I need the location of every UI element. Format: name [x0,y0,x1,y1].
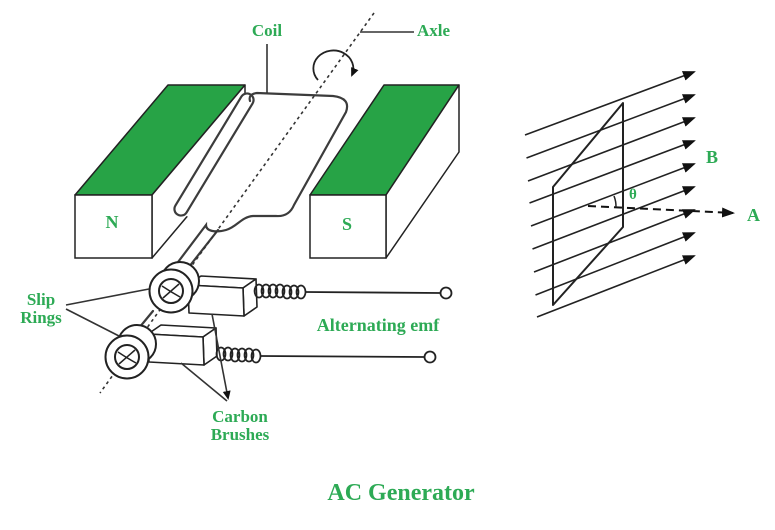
area-vector [587,205,735,218]
coil-outline [167,91,349,276]
rotation-arrow [312,49,359,81]
upper-slip-ring [148,261,200,314]
generator-diagram [65,12,460,402]
slip-rings-label: Slip Rings [20,290,62,327]
field-b-label: B [706,147,719,167]
figure-title: AC Generator [327,480,475,506]
s-magnet-front-face [309,194,387,259]
angle-arc [613,195,617,208]
axle-label: Axle [417,21,451,40]
magnetic-field-lines [524,71,696,318]
s-magnet [309,84,460,259]
lower-spring [215,346,262,364]
coil-loop [137,91,349,330]
flux-diagram [524,71,735,318]
area-vector-label: A [747,205,760,225]
lower-output-wire [259,355,425,358]
coil-fill [174,93,348,231]
upper-carbon-brush [187,275,258,317]
slip-rings-leader [65,288,150,337]
upper-output-wire [304,291,441,294]
coil-label: Coil [251,21,283,40]
lower-slip-ring [104,324,157,380]
alternating-emf-label: Alternating emf [316,315,440,335]
lower-terminal [423,350,437,364]
lower-brush-front-face [147,333,205,366]
coil-near-side [173,92,255,217]
coil-plane [552,102,624,306]
carbon-brushes-label: Carbon Brushes [210,407,270,444]
upper-spring [253,283,307,300]
theta-angle-label: θ [629,187,637,203]
carbon-brushes-leader [180,313,231,402]
north-pole-label: N [105,212,119,232]
upper-terminal [439,286,453,300]
lower-carbon-brush [147,324,218,366]
n-magnet-front-face [74,194,153,259]
south-pole-label: S [341,214,353,234]
